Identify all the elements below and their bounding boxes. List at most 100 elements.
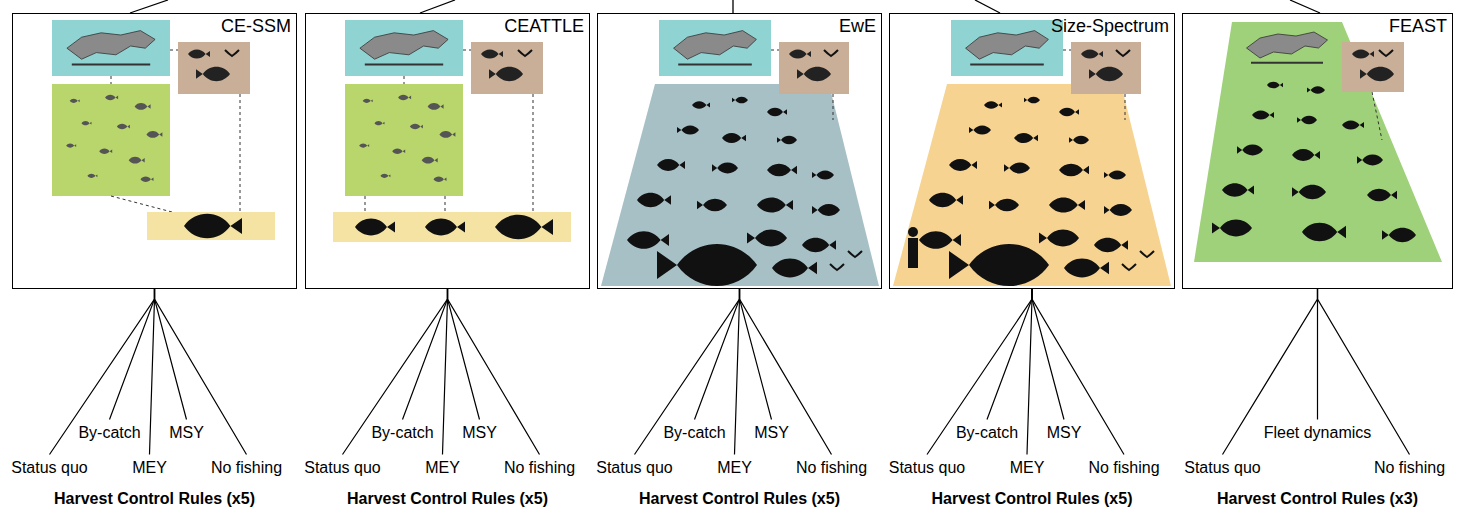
fish-silhouette [66, 144, 76, 148]
fish-silhouette [1094, 238, 1128, 252]
harvest-rule: By-catch [370, 423, 434, 442]
fish-silhouette [802, 238, 836, 252]
fish-silhouette [949, 244, 1049, 286]
fan-connector [740, 289, 772, 420]
fish-silhouette [767, 108, 787, 116]
tree-line [732, 0, 733, 13]
map-outline [360, 31, 448, 60]
model-component-box [52, 84, 170, 196]
scale-bar [678, 63, 752, 65]
model-title: EwE [839, 15, 876, 37]
fish-silhouette [82, 121, 92, 125]
rule-name: MEY [132, 459, 167, 476]
food-web-ground [893, 84, 1171, 286]
fish-silhouette [355, 219, 395, 236]
rule-name: MSY [754, 424, 789, 441]
fish-silhouette [657, 159, 685, 171]
harvest-rule: MSY [168, 423, 205, 442]
coupling-line [1063, 50, 1071, 51]
bird-silhouette [824, 50, 838, 56]
fish-silhouette [1104, 204, 1132, 216]
fish-silhouette [1089, 67, 1123, 81]
fish-silhouette [1382, 228, 1416, 242]
harvest-rule: No fishing [210, 458, 283, 477]
fan-connector [50, 289, 155, 455]
fish-silhouette [1064, 259, 1109, 278]
map-outline [674, 31, 757, 60]
harvest-rule: MEY [1009, 458, 1046, 477]
fish-silhouette [117, 124, 130, 129]
fish-silhouette [812, 170, 834, 179]
fish-silhouette [359, 144, 369, 148]
fish-silhouette [141, 176, 154, 181]
fan-connector [734, 289, 739, 455]
fish-silhouette [135, 103, 151, 110]
human-silhouette [908, 238, 918, 268]
coupling-line [533, 94, 534, 212]
model-component-box [951, 20, 1063, 76]
fan-connector [448, 289, 540, 455]
rule-name: By-catch [78, 424, 140, 441]
model-panel: EwE [597, 13, 882, 289]
rule-count-label: Harvest Control Rules (x3) [1217, 489, 1418, 508]
fish-silhouette [757, 197, 793, 212]
rule-name: By-catch [956, 424, 1018, 441]
fish-silhouette [489, 67, 523, 81]
rule-name: MEY [717, 459, 752, 476]
coupling-line [771, 50, 779, 51]
fish-silhouette [495, 215, 553, 239]
fish-silhouette [1024, 97, 1040, 104]
fish-silhouette [425, 219, 465, 236]
food-web-ground [601, 84, 879, 286]
rule-count-label: Harvest Control Rules (x5) [639, 489, 840, 508]
bird-silhouette [1140, 251, 1154, 257]
fan-connector [448, 289, 480, 420]
fish-silhouette [1342, 120, 1364, 129]
coupling-line [365, 196, 366, 212]
fish-silhouette [732, 97, 748, 104]
fish-silhouette [398, 95, 411, 100]
fan-connector [403, 289, 448, 420]
model-component-box [52, 20, 170, 76]
rule-name: By-catch [371, 424, 433, 441]
human-silhouette [908, 227, 918, 237]
fish-silhouette [747, 230, 787, 247]
fish-silhouette [722, 133, 746, 143]
model-component-box [345, 84, 463, 196]
fish-silhouette [1059, 164, 1089, 177]
harvest-rule: MSY [461, 423, 498, 442]
harvest-rule: Fleet dynamics [1263, 423, 1373, 442]
fish-silhouette [697, 199, 727, 212]
scale-bar [72, 63, 150, 65]
model-component-box [1342, 42, 1404, 92]
fish-silhouette [99, 148, 112, 153]
fan-connector [635, 289, 740, 455]
harvest-rule: By-catch [662, 423, 726, 442]
food-web-ground [1194, 22, 1442, 262]
scale-bar [1251, 62, 1323, 64]
fish-silhouette [984, 101, 1002, 109]
fish-silhouette [789, 49, 811, 58]
harvest-rule: Status quo [1183, 458, 1262, 477]
rule-name: Status quo [304, 459, 381, 476]
scale-bar [970, 63, 1044, 65]
rule-name: Status quo [596, 459, 673, 476]
fish-silhouette [129, 157, 145, 164]
model-title: Size-Spectrum [1051, 15, 1169, 37]
rule-name: MSY [462, 424, 497, 441]
bird-silhouette [1379, 50, 1393, 56]
fish-silhouette [410, 124, 423, 129]
rule-count-label: Harvest Control Rules (x5) [54, 489, 255, 508]
coupling-line [404, 76, 405, 84]
bird-silhouette [225, 50, 239, 56]
harvest-rule: MEY [131, 458, 168, 477]
fish-silhouette [105, 95, 118, 100]
fish-silhouette [777, 136, 797, 144]
coupling-line [1125, 94, 1126, 120]
harvest-rule: By-catch [955, 423, 1019, 442]
map-outline [67, 31, 155, 60]
fan-connector [155, 289, 187, 420]
rule-name: By-catch [663, 424, 725, 441]
